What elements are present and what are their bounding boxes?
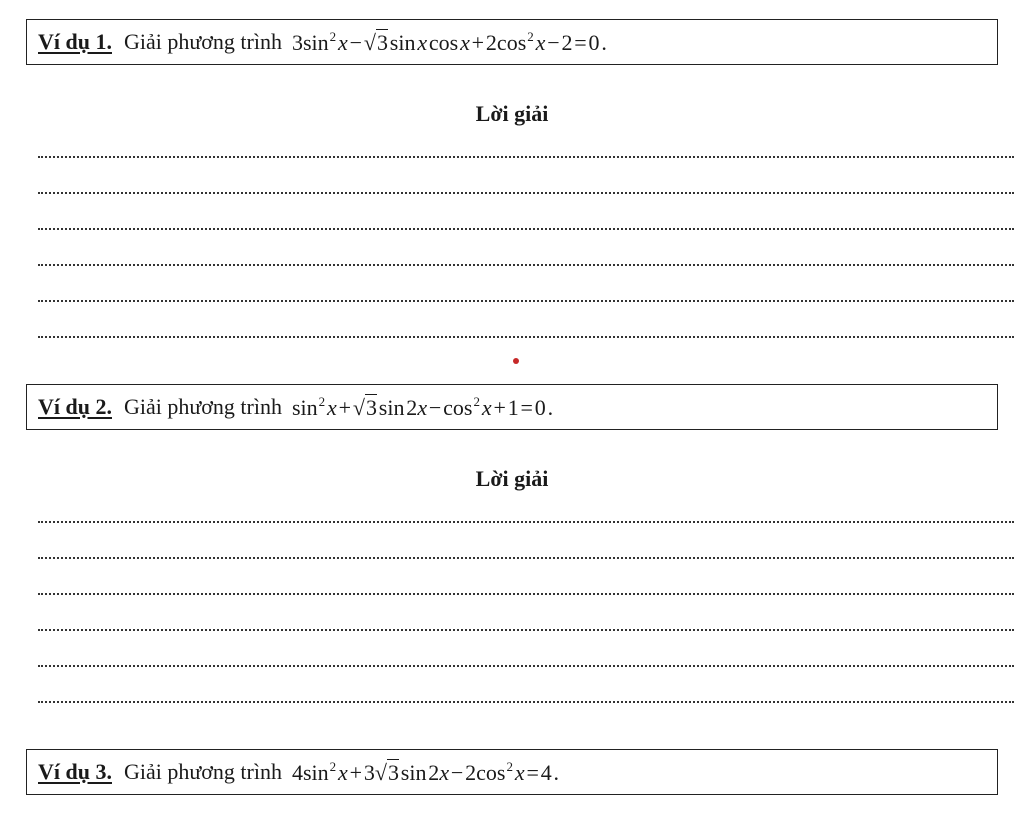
- answer-line: [38, 665, 1014, 667]
- example-2-label: Ví dụ 2.: [38, 394, 112, 419]
- example-3-equation: 4sin2 x + 3√3 sin 2x − 2cos2 x = 4 .: [291, 758, 560, 785]
- red-marker-dot: [513, 358, 519, 364]
- answer-line: [38, 629, 1014, 631]
- example-1-box: Ví dụ 1. Giải phương trình 3sin2 x − √3 …: [26, 19, 998, 65]
- example-3-label: Ví dụ 3.: [38, 759, 112, 784]
- answer-line: [38, 156, 1014, 158]
- solution-heading-1: Lời giải: [475, 101, 549, 126]
- answer-line: [38, 300, 1014, 302]
- answer-line: [38, 593, 1014, 595]
- answer-line: [38, 336, 1014, 338]
- answer-line: [38, 228, 1014, 230]
- example-2-intro: Giải phương trình: [123, 394, 282, 419]
- answer-line: [38, 521, 1014, 523]
- example-1-label: Ví dụ 1.: [38, 29, 112, 54]
- example-2-box: Ví dụ 2. Giải phương trình sin2 x + √3 s…: [26, 384, 998, 430]
- example-1-equation: 3sin2 x − √3 sin x cos x + 2cos2 x − 2 =…: [291, 28, 607, 55]
- example-1-intro: Giải phương trình: [123, 29, 282, 54]
- solution-heading-2: Lời giải: [475, 466, 549, 491]
- example-2-equation: sin2 x + √3 sin 2x − cos2 x + 1 = 0 .: [291, 393, 554, 420]
- example-3-intro: Giải phương trình: [123, 759, 282, 784]
- answer-line: [38, 192, 1014, 194]
- answer-line: [38, 557, 1014, 559]
- answer-line: [38, 264, 1014, 266]
- example-3-box: Ví dụ 3. Giải phương trình 4sin2 x + 3√3…: [26, 749, 998, 795]
- answer-line: [38, 701, 1014, 703]
